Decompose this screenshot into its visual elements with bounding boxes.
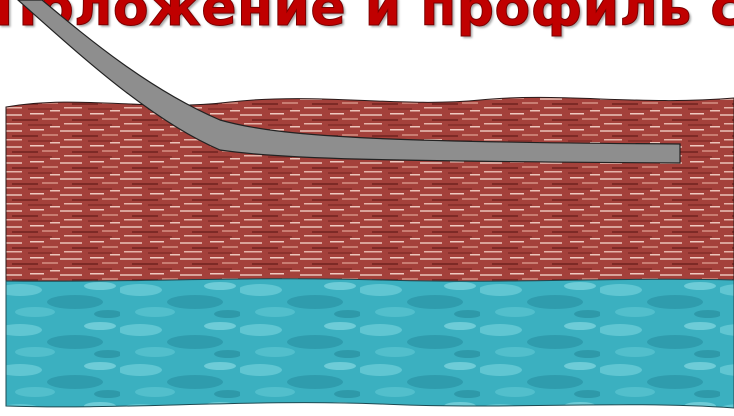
upper-rock-layer xyxy=(6,97,734,282)
lower-water-layer xyxy=(6,279,734,408)
